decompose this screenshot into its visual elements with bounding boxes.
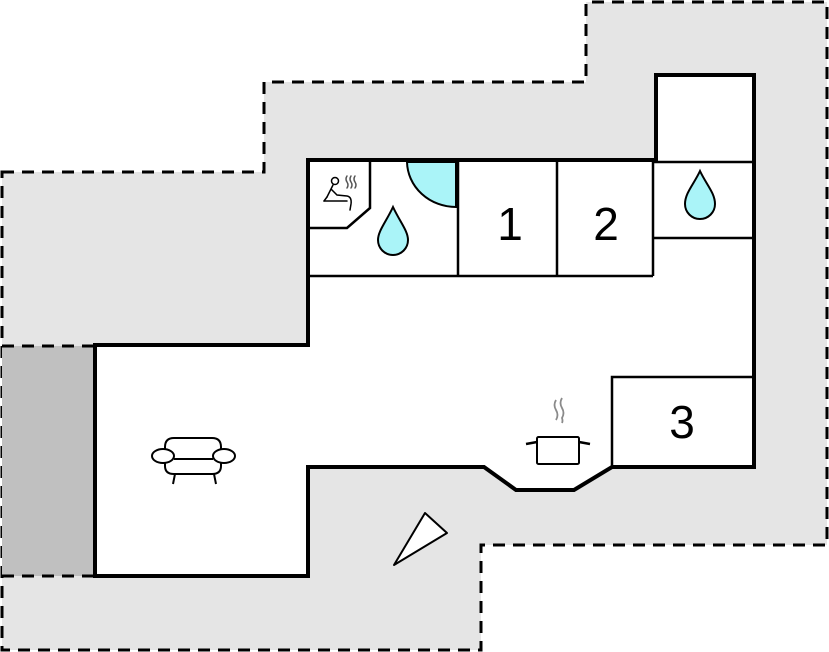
bedroom-3-label: 3 bbox=[669, 396, 695, 448]
direction-marker-icon bbox=[393, 512, 448, 566]
sauna-icon bbox=[323, 175, 357, 211]
armchair-icon bbox=[151, 437, 236, 485]
bedroom-2-label: 2 bbox=[593, 198, 619, 250]
water-drop-icon bbox=[376, 204, 410, 256]
interior-walls bbox=[308, 160, 754, 467]
water-drop-icon bbox=[683, 168, 717, 220]
covered-terrace bbox=[2, 346, 96, 576]
cooking-pot-icon bbox=[525, 397, 591, 465]
round-shower bbox=[405, 161, 457, 209]
bedroom-1-label: 1 bbox=[497, 198, 523, 250]
